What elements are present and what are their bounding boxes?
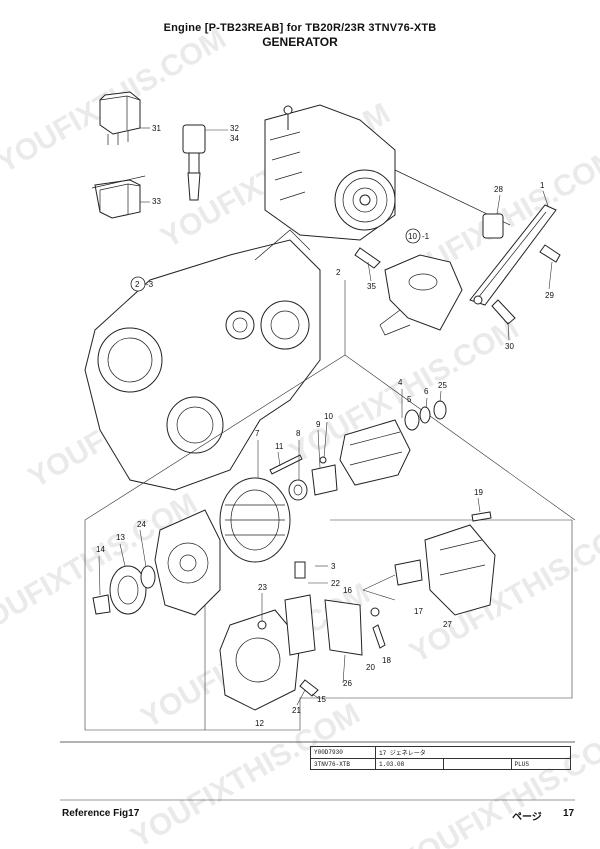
callout-5: 5 [407, 395, 412, 404]
ref-circle-suffix: -3 [146, 280, 154, 289]
title-block-code: Y00D7930 [310, 746, 376, 759]
callout-33: 33 [152, 197, 161, 206]
callout-31: 31 [152, 124, 161, 133]
ref-circle-2-3: 2 -3 [130, 276, 154, 292]
callout-18: 18 [382, 656, 391, 665]
callout-14: 14 [96, 545, 105, 554]
gear-case-drawing [84, 229, 321, 491]
callout-7: 7 [255, 429, 260, 438]
title-block-model: 3TNV76-XTB [310, 758, 376, 770]
callout-9: 9 [316, 420, 321, 429]
title-block-date: 1.03.08 [375, 758, 444, 770]
exploded-frame [84, 519, 573, 731]
title-block-name: 17 ジェネレータ [375, 746, 571, 759]
pulley-drawing [92, 565, 156, 615]
sensor-32-drawing [182, 124, 228, 201]
footer-reference: Reference Fig17 [62, 808, 140, 819]
callout-26: 26 [343, 679, 352, 688]
footer-page-number: 17 [563, 808, 575, 819]
callout-6: 6 [424, 387, 429, 396]
callout-12: 12 [255, 719, 264, 728]
title-block-blank [442, 758, 512, 770]
ref-circle-suffix: -1 [422, 232, 430, 241]
rear-bracket-drawing [219, 609, 319, 711]
rear-cover-drawing [370, 511, 496, 649]
callout-20: 20 [366, 663, 375, 672]
callout-4: 4 [398, 378, 403, 387]
callout-2: 2 [336, 268, 341, 277]
callout-32: 32 [230, 124, 239, 133]
ref-circle-number: 10 [408, 232, 417, 241]
title-block: Y00D7930 17 ジェネレータ 3TNV76-XTB 1.03.08 PL… [310, 746, 572, 770]
footer-page-label: ページ [512, 812, 542, 823]
regulator-drawing [284, 561, 363, 656]
ref-circle-number: 2 [135, 280, 140, 289]
engine-title: Engine [P-TB23REAB] for TB20R/23R 3TNV76… [163, 22, 437, 34]
callout-3: 3 [331, 562, 336, 571]
callout-25: 25 [438, 381, 447, 390]
callout-27: 27 [443, 620, 452, 629]
callout-8: 8 [296, 429, 301, 438]
title-block-plus: PLUS [510, 758, 572, 770]
callout-10: 10 [324, 412, 333, 421]
section-title: GENERATOR [262, 35, 338, 49]
callout-22: 22 [331, 579, 340, 588]
front-bracket-drawing [154, 509, 221, 616]
callout-24: 24 [137, 520, 146, 529]
callout-35: 35 [367, 282, 376, 291]
callout-34: 34 [230, 134, 239, 143]
callout-15: 15 [317, 695, 326, 704]
callout-29: 29 [545, 291, 554, 300]
callout-30: 30 [505, 342, 514, 351]
generator-assembly-drawing [264, 104, 511, 241]
bearing-group-drawing [269, 454, 338, 501]
thermostat-cover-drawing [379, 254, 463, 336]
callout-labels: 31 32 34 33 28 1 29 30 35 2 4 5 6 25 7 1… [96, 124, 554, 728]
callout-23: 23 [258, 583, 267, 592]
stator-drawing [219, 477, 291, 563]
rotor-drawing [339, 400, 447, 486]
callout-13: 13 [116, 533, 125, 542]
callout-17: 17 [414, 607, 423, 616]
page-header: Engine [P-TB23REAB] for TB20R/23R 3TNV76… [0, 22, 600, 49]
callout-28: 28 [494, 185, 503, 194]
relay-33-drawing [91, 175, 150, 219]
callout-11: 11 [275, 442, 284, 451]
ref-circle-10-1: 10 -1 [405, 228, 430, 244]
callout-19: 19 [474, 488, 483, 497]
leader-lines [98, 190, 553, 706]
callout-1: 1 [540, 181, 545, 190]
callout-21: 21 [292, 706, 301, 715]
callout-16: 16 [343, 586, 352, 595]
adjust-bracket-drawing [354, 204, 561, 325]
watermark-text: YOUFIXTHIS.COM [394, 722, 600, 849]
relay-31-drawing [99, 91, 150, 145]
